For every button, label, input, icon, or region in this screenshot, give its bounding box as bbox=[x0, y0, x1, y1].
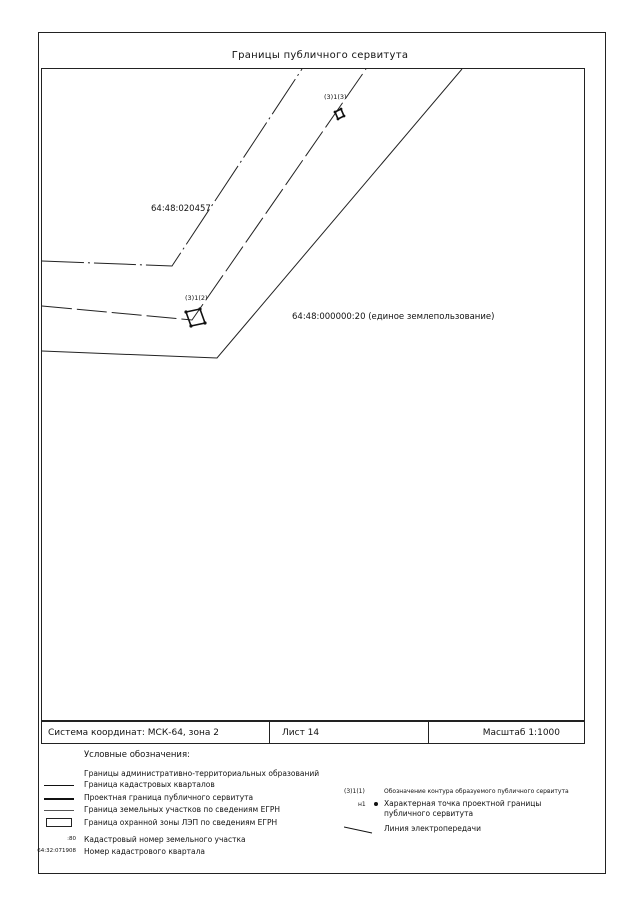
boundary-point bbox=[336, 117, 340, 121]
legend-symbol bbox=[40, 817, 78, 829]
legend-item: Граница земельных участков по сведениям … bbox=[0, 804, 640, 816]
legend-item-right: (3)1(1) Обозначение контура образуемого … bbox=[344, 787, 606, 799]
legend-title: Условные обозначения: bbox=[84, 750, 190, 760]
boundary-point bbox=[342, 114, 346, 118]
parcel-boundary-upper bbox=[42, 69, 303, 267]
legend-symbol bbox=[40, 792, 78, 804]
legend-label: Линия электропередачи bbox=[384, 824, 481, 833]
legend-symbol-text: 64:32:071908 bbox=[37, 848, 76, 854]
legend-item: Граница кадастровых кварталов bbox=[0, 779, 640, 791]
boundary-point bbox=[184, 310, 188, 314]
legend-label: Граница кадастровых кварталов bbox=[84, 780, 215, 789]
boundary-point bbox=[339, 107, 343, 111]
boundary-point bbox=[203, 321, 207, 325]
map-scale: Масштаб 1:1000 bbox=[482, 727, 560, 738]
legend-label: Характерная точка проектной границы публ… bbox=[384, 799, 542, 818]
legend-item: 64:32:071908 Номер кадастрового квартала bbox=[0, 846, 640, 858]
page-title: Границы публичного сервитута bbox=[231, 50, 409, 61]
legend-item-right: н1 Характерная точка проектной границы п… bbox=[344, 798, 606, 822]
legend-item: :80 Кадастровый номер земельного участка bbox=[0, 834, 640, 846]
legend-symbol-text: :80 bbox=[67, 836, 76, 842]
legend-label: Номер кадастрового квартала bbox=[84, 847, 205, 856]
legend-label: Кадастровый номер земельного участка bbox=[84, 835, 246, 844]
legend-item: Граница охранной зоны ЛЭП по сведениям Е… bbox=[0, 817, 640, 829]
legend-item-right: Линия электропередачи bbox=[344, 823, 606, 837]
legend-item: Проектная граница публичного сервитута bbox=[0, 792, 640, 804]
boundary-point bbox=[198, 307, 202, 311]
servitude-contour-lower bbox=[184, 308, 207, 327]
legend-symbol-text: (3)1(1) bbox=[344, 788, 365, 795]
parcel-boundary-lower bbox=[42, 69, 463, 359]
sheet-number: Лист 14 bbox=[270, 722, 429, 743]
legend-label: Обозначение контура образуемого публично… bbox=[384, 788, 569, 795]
legend-label: Границы административно-территориальных … bbox=[84, 769, 320, 778]
legend-label: Граница земельных участков по сведениям … bbox=[84, 805, 281, 814]
contour-label-upper: (3)1(3) bbox=[324, 93, 347, 101]
legend-symbol: 64:32:071908 bbox=[37, 846, 78, 858]
power-line bbox=[42, 69, 367, 321]
legend-label: Проектная граница публичного сервитута bbox=[84, 793, 254, 802]
map-drawing bbox=[42, 69, 463, 359]
contour-label-lower: (3)1(2) bbox=[185, 294, 208, 302]
legend-item: Границы административно-территориальных … bbox=[0, 768, 640, 780]
coordinate-system: Система координат: МСК-64, зона 2 bbox=[42, 722, 270, 743]
parcel-number-upper: 64:48:020457 bbox=[151, 204, 211, 214]
servitude-contour-upper bbox=[333, 107, 346, 121]
point-marker-icon bbox=[374, 802, 378, 806]
info-row: Система координат: МСК-64, зона 2 Лист 1… bbox=[41, 721, 585, 744]
parcel-number-lower: 64:48:000000:20 (единое землепользование… bbox=[292, 312, 495, 322]
sheet-frame bbox=[38, 32, 606, 874]
legend-symbol-text: н1 bbox=[358, 801, 366, 808]
boundary-point bbox=[189, 324, 193, 328]
legend-symbol: :80 bbox=[40, 834, 78, 846]
legend-symbol bbox=[40, 804, 78, 816]
power-line-symbol bbox=[344, 826, 373, 834]
legend-symbol bbox=[40, 779, 78, 791]
map-area: 64:48:020457 64:48:000000:20 (единое зем… bbox=[41, 68, 585, 721]
legend-label: Граница охранной зоны ЛЭП по сведениям Е… bbox=[84, 818, 278, 827]
boundary-point bbox=[333, 110, 337, 114]
